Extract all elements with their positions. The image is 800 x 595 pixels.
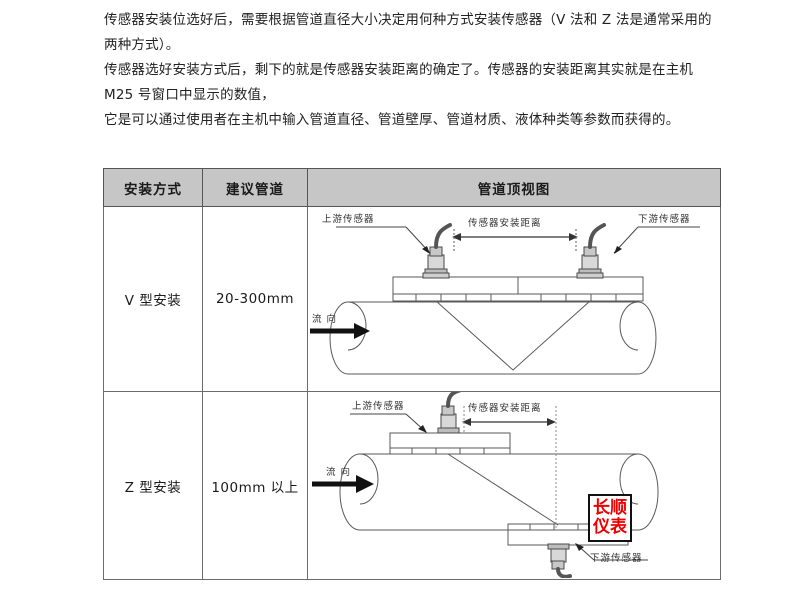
distance-dimension: [462, 406, 557, 528]
flow-arrow-icon: [310, 323, 370, 339]
table-row: Z 型安装 100mm 以上: [103, 391, 721, 580]
downstream-transducer-icon: [576, 223, 606, 279]
watermark-line-2: 仪表: [593, 517, 627, 537]
v-mount-diagram: 上游传感器 传感器安装距离 下游传感器 流 向: [308, 207, 720, 391]
z-beam-path: [447, 453, 559, 526]
header-install-method: 安装方式: [103, 168, 203, 207]
watermark-line-1: 长顺: [593, 498, 627, 518]
intro-line-2: 两种方式）。: [104, 37, 180, 53]
pipe-left-cap-inner: [347, 301, 367, 351]
upstream-transducer-icon: [422, 223, 452, 279]
label-downstream-sensor-z: 下游传感器: [590, 553, 643, 564]
table-body: V 型安装 20-300mm: [103, 206, 721, 580]
intro-line-4: M25 号窗口中显示的数值，: [104, 87, 275, 103]
table-row: V 型安装 20-300mm: [103, 206, 721, 392]
rail-ticks: [415, 294, 617, 301]
downstream-leader-line: [613, 226, 700, 254]
label-downstream-sensor-v: 下游传感器: [638, 214, 691, 225]
header-recommended-pipe: 建议管道: [202, 168, 308, 207]
label-upstream-sensor-v: 上游传感器: [322, 214, 375, 225]
pipe-left-cap-outer: [329, 301, 349, 375]
upstream-transducer-icon: [437, 392, 462, 434]
cell-pipe-v: 20-300mm: [202, 206, 308, 392]
intro-line-1: 传感器安装位选好后，需要根据管道直径大小决定用何种方式安装传感器（V 法和 Z …: [104, 12, 712, 28]
cell-diagram-z: 上游传感器 传感器安装距离 下游传感器 流 向: [307, 391, 721, 580]
mounting-rail: [392, 276, 644, 302]
table-header: 安装方式 建议管道 管道顶视图: [103, 168, 721, 207]
intro-line-5: 它是可以通过使用者在主机中输入管道直径、管道壁厚、管道材质、液体种类等参数而获得…: [104, 112, 680, 128]
v-mount-drawing: [310, 223, 700, 375]
label-flow-direction-z: 流 向: [326, 467, 352, 478]
watermark-badge: 长顺 仪表: [588, 494, 632, 542]
flow-arrow-icon: [312, 475, 374, 493]
distance-dimension: [452, 229, 578, 251]
intro-paragraphs: 传感器安装位选好后，需要根据管道直径大小决定用何种方式安装传感器（V 法和 Z …: [104, 8, 794, 133]
upper-mounting-rail: [389, 432, 511, 455]
label-sensor-distance-z: 传感器安装距离: [468, 403, 542, 414]
upstream-leader-line: [350, 413, 427, 433]
pipe-right-cap-inner: [619, 301, 639, 351]
label-flow-direction-v: 流 向: [312, 314, 338, 325]
label-upstream-sensor-z: 上游传感器: [352, 401, 405, 412]
pipe-right-cap-outer: [637, 301, 657, 375]
z-mount-drawing: [312, 392, 659, 578]
upstream-leader-line: [336, 226, 431, 254]
header-pipe-top-view: 管道顶视图: [307, 168, 721, 207]
cell-method-v: V 型安装: [103, 206, 203, 392]
downstream-leader-line: [575, 543, 648, 561]
table-header-row: 安装方式 建议管道 管道顶视图: [103, 168, 721, 207]
cell-method-z: Z 型安装: [103, 391, 203, 580]
intro-line-3: 传感器选好安装方式后，剩下的就是传感器安装距离的确定了。传感器的安装距离其实就是…: [104, 62, 694, 78]
cell-diagram-v: 上游传感器 传感器安装距离 下游传感器 流 向: [307, 206, 721, 392]
downstream-transducer-icon: [547, 543, 572, 578]
v-beam-path: [435, 300, 591, 371]
upper-rail-ticks: [411, 448, 485, 454]
cell-pipe-z: 100mm 以上: [202, 391, 308, 580]
label-sensor-distance-v: 传感器安装距离: [468, 218, 542, 229]
installation-spec-table: 安装方式 建议管道 管道顶视图 V 型安装 20-300mm: [103, 168, 721, 580]
z-mount-diagram: 上游传感器 传感器安装距离 下游传感器 流 向: [308, 392, 720, 579]
